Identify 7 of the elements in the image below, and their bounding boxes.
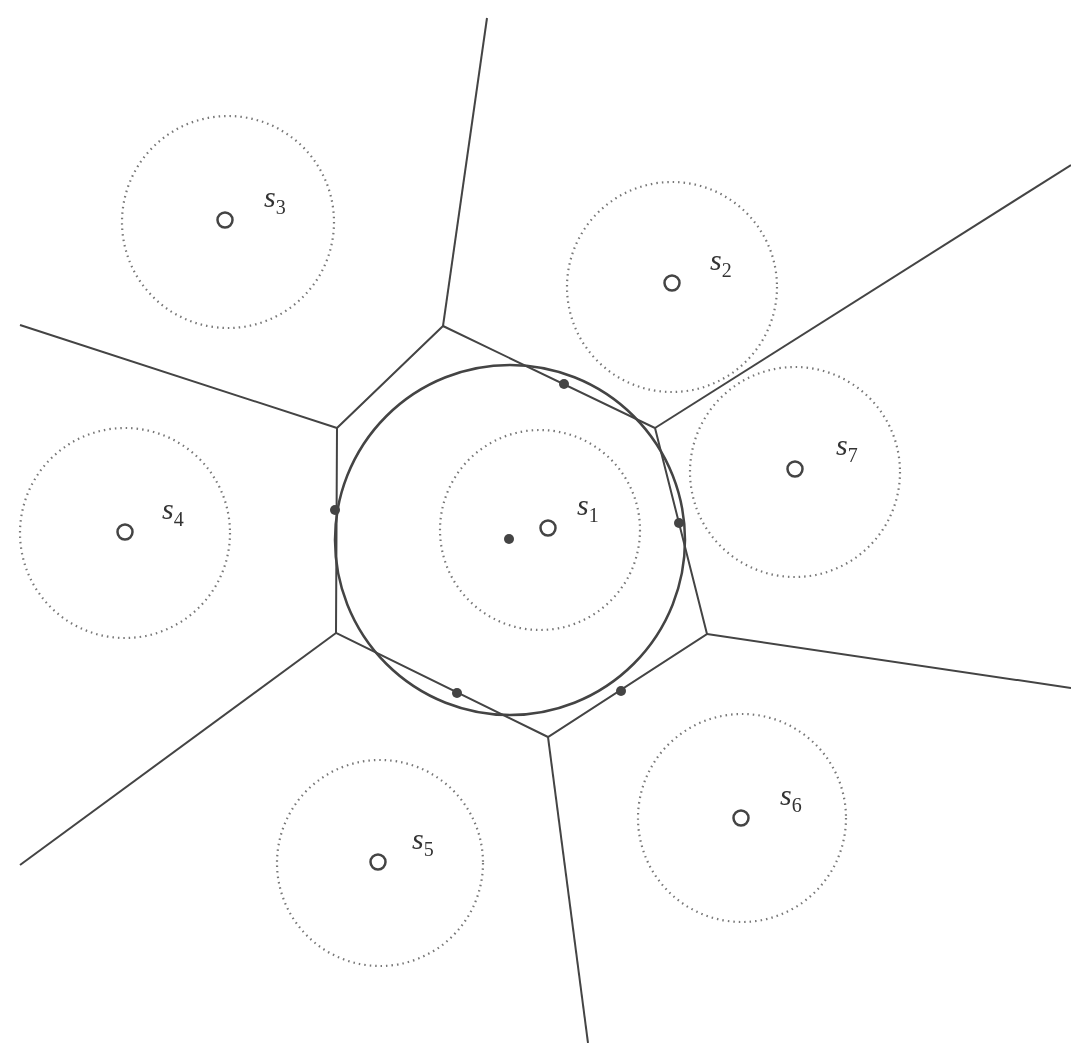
site-label: s$_{7}$ <box>836 430 858 465</box>
site-label: s$_{5}$ <box>412 824 434 859</box>
site-label: s$_{6}$ <box>780 780 802 815</box>
site-label: s$_{1}$ <box>577 490 599 525</box>
site-label: s$_{4}$ <box>162 494 184 529</box>
site-label: s$_{3}$ <box>264 182 286 217</box>
site-label: s$_{2}$ <box>710 245 732 280</box>
